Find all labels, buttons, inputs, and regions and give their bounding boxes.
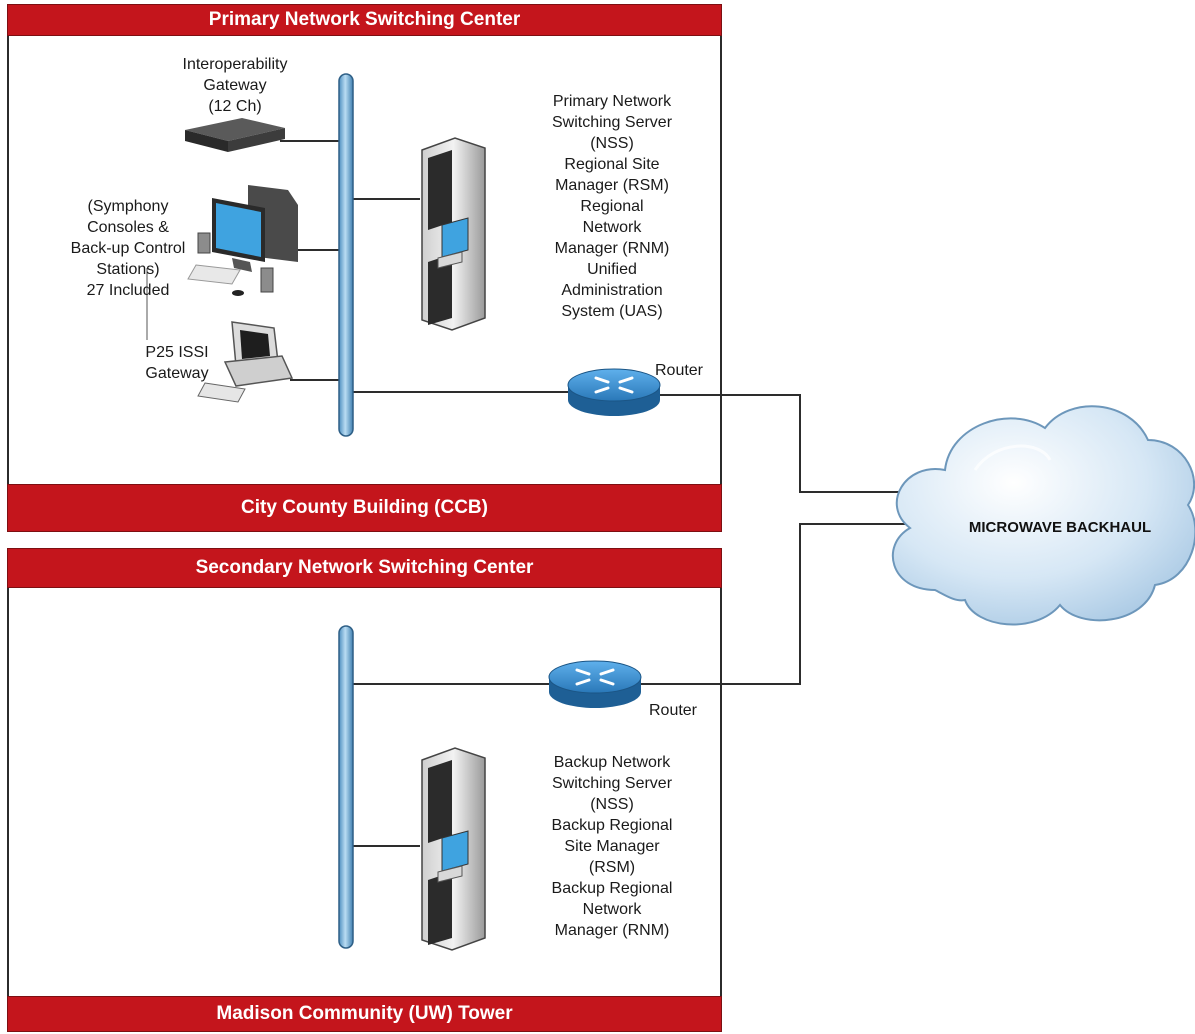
link-router-cloud — [660, 394, 940, 493]
consoles-label: (Symphony Consoles & Back-up Control Sta… — [70, 198, 186, 299]
cloud-label: MICROWAVE BACKHAUL — [968, 519, 1152, 536]
cloud-icon — [891, 405, 1195, 626]
crt-computer-icon — [197, 321, 294, 403]
server-tower-icon-secondary — [421, 747, 486, 951]
gateway-label: Interoperability Gateway (12 Ch) — [182, 56, 288, 115]
secondary-router-label: Router — [648, 702, 698, 719]
desktop-workstation-icon — [187, 185, 298, 296]
secondary-footer-title: Madison Community (UW) Tower — [216, 1003, 513, 1024]
secondary-header-band: Secondary Network Switching Center — [7, 548, 722, 588]
primary-footer-band: City County Building (CCB) — [7, 484, 722, 532]
issi-label: P25 ISSI Gateway — [145, 344, 209, 382]
router-icon-secondary — [548, 660, 642, 708]
primary-network-bus — [338, 73, 354, 437]
secondary-footer-band: Madison Community (UW) Tower — [7, 996, 722, 1032]
primary-router-label: Router — [654, 362, 704, 379]
primary-server-label: Primary Network Switching Server (NSS) R… — [551, 93, 673, 320]
secondary-network-bus — [338, 625, 354, 949]
rack-appliance-icon — [185, 118, 285, 152]
primary-footer-title: City County Building (CCB) — [241, 497, 488, 518]
primary-header-band: Primary Network Switching Center — [7, 4, 722, 36]
server-tower-icon — [421, 137, 486, 331]
secondary-server-label: Backup Network Switching Server (NSS) Ba… — [551, 754, 673, 939]
secondary-header-title: Secondary Network Switching Center — [195, 557, 534, 578]
primary-header-title: Primary Network Switching Center — [208, 9, 521, 30]
router-icon — [567, 368, 661, 416]
